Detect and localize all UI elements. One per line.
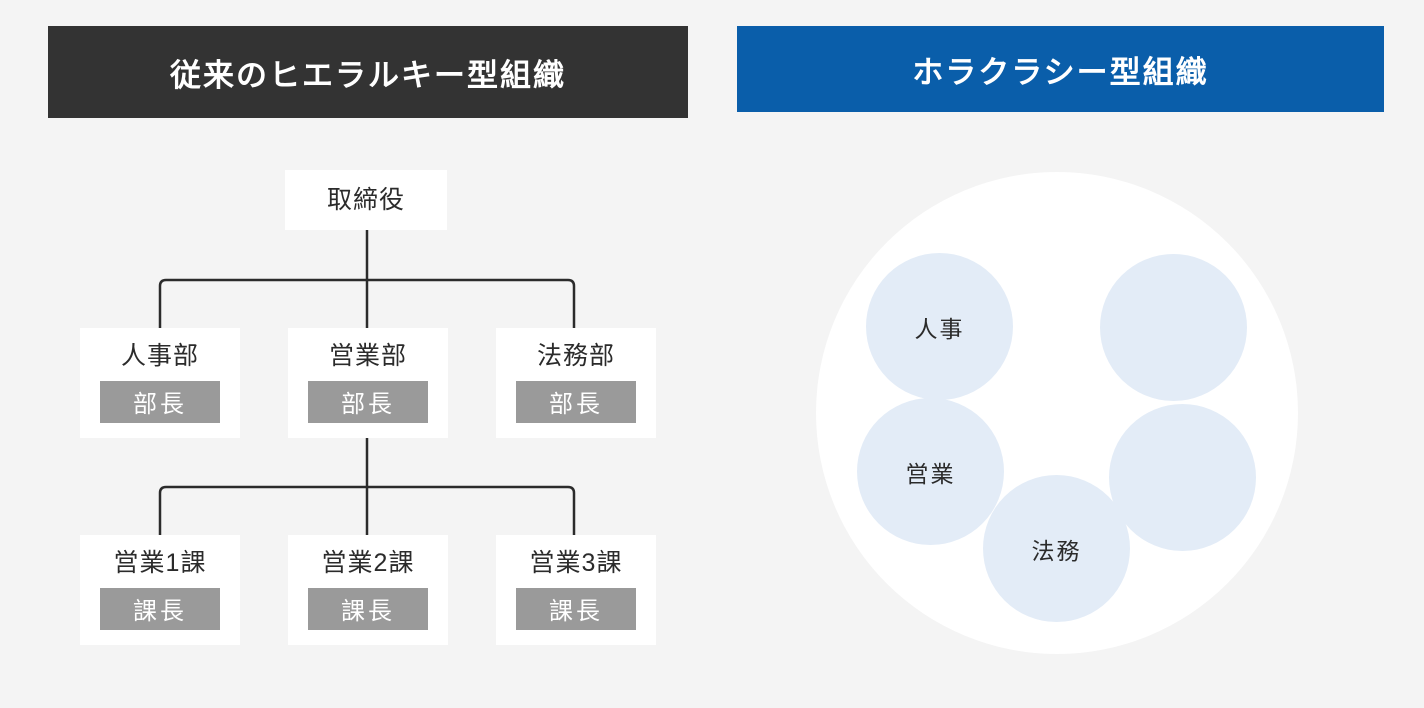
node-title: 営業2課: [321, 548, 415, 577]
node-hr-department[interactable]: 人事部 部長: [80, 328, 240, 438]
node-role-badge: 部長: [516, 380, 636, 423]
node-sales-section-2[interactable]: 営業2課 課長: [288, 535, 448, 645]
node-title: 人事部: [120, 341, 199, 370]
node-role-badge: 課長: [100, 587, 220, 630]
node-role-badge: 課長: [308, 587, 428, 630]
node-title: 営業1課: [113, 548, 207, 577]
circle-unlabeled-top-right[interactable]: [1100, 254, 1247, 401]
circle-sales[interactable]: 営業: [857, 398, 1004, 545]
hierarchy-panel-header: 従来のヒエラルキー型組織: [48, 26, 688, 118]
hierarchy-connector-lines: [158, 230, 576, 535]
circle-unlabeled-bottom-right[interactable]: [1109, 404, 1256, 551]
circle-hr[interactable]: 人事: [866, 253, 1013, 400]
node-sales-section-3[interactable]: 営業3課 課長: [496, 535, 656, 645]
node-role-badge: 部長: [308, 380, 428, 423]
node-title: 営業部: [328, 341, 407, 370]
node-legal-department[interactable]: 法務部 部長: [496, 328, 656, 438]
node-director[interactable]: 取締役: [285, 170, 447, 230]
holacracy-diagram: 人事 営業 法務: [737, 140, 1384, 680]
node-sales-department[interactable]: 営業部 部長: [288, 328, 448, 438]
circle-legal[interactable]: 法務: [983, 475, 1130, 622]
node-title: 取締役: [326, 185, 405, 214]
node-title: 法務部: [536, 341, 615, 370]
node-role-badge: 部長: [100, 380, 220, 423]
node-title: 営業3課: [529, 548, 623, 577]
node-sales-section-1[interactable]: 営業1課 課長: [80, 535, 240, 645]
holacracy-panel-header: ホラクラシー型組織: [737, 26, 1384, 112]
node-role-badge: 課長: [516, 587, 636, 630]
